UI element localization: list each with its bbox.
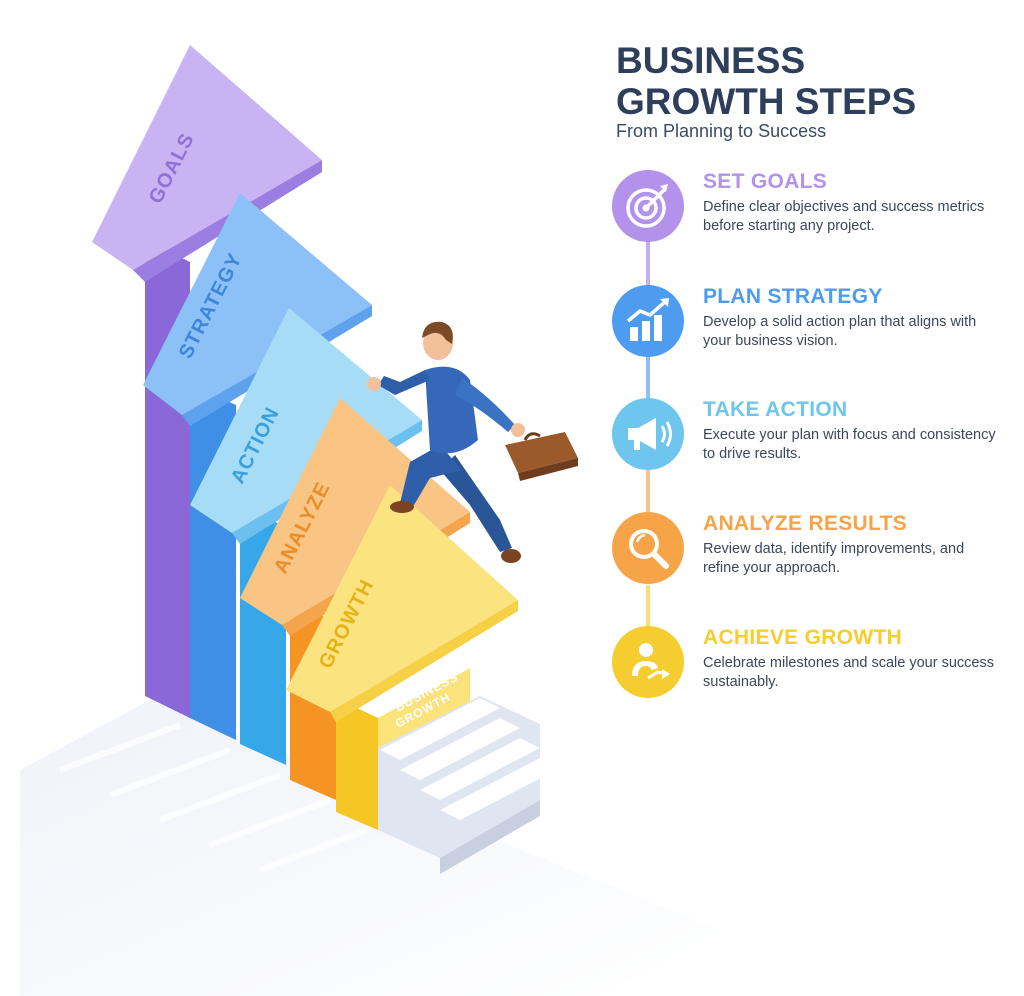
step-description: Celebrate milestones and scale your succ… <box>703 655 994 690</box>
floor-shadow <box>20 700 720 996</box>
step-plan-strategy: PLAN STRATEGY Develop a solid action pla… <box>612 285 1012 375</box>
connector-line-3 <box>646 470 650 518</box>
megaphone-icon <box>628 418 672 450</box>
step-title: TAKE ACTION <box>703 398 848 421</box>
connector-line-1 <box>646 240 650 288</box>
page-subtitle: From Planning to Success <box>616 121 827 141</box>
title-line-1: BUSINESS <box>616 40 806 81</box>
growth-chart-icon <box>626 298 669 341</box>
step-description: Develop a solid action plan that aligns … <box>703 314 977 349</box>
step-description: Define clear objectives and success metr… <box>703 199 985 234</box>
step-icon-circle <box>612 285 684 357</box>
stairs <box>378 696 560 874</box>
connector-line-2 <box>646 355 650 403</box>
step-take-action: TAKE ACTION Execute your plan with focus… <box>612 398 1012 488</box>
step-title: SET GOALS <box>703 170 828 193</box>
step-description: Review data, identify improvements, and … <box>703 541 965 576</box>
step-analyze-results: ANALYZE RESULTS Review data, identify im… <box>612 512 1012 602</box>
connector-line-4 <box>646 585 650 633</box>
person-growth-icon <box>632 643 670 680</box>
target-icon <box>626 184 668 228</box>
title-line-2: GROWTH STEPS <box>616 81 917 122</box>
step-icon-circle <box>612 512 684 584</box>
step-icon-circle <box>612 170 684 242</box>
step-description: Execute your plan with focus and consist… <box>703 427 996 462</box>
step-icon-circle <box>612 398 684 470</box>
briefcase <box>505 432 578 481</box>
step-title: PLAN STRATEGY <box>703 285 883 308</box>
step-title: ANALYZE RESULTS <box>703 512 908 535</box>
step-icon-circle <box>612 626 684 698</box>
magnifier-icon <box>629 529 669 569</box>
businessman-figure <box>367 321 578 563</box>
step-title: ACHIEVE GROWTH <box>703 626 903 649</box>
step-achieve-growth: ACHIEVE GROWTH Celebrate milestones and … <box>612 626 1012 716</box>
page-title: BUSINESS GROWTH STEPS <box>616 40 916 122</box>
floor-stripes <box>58 722 382 873</box>
step-set-goals: SET GOALS Define clear objectives and su… <box>612 170 1012 260</box>
